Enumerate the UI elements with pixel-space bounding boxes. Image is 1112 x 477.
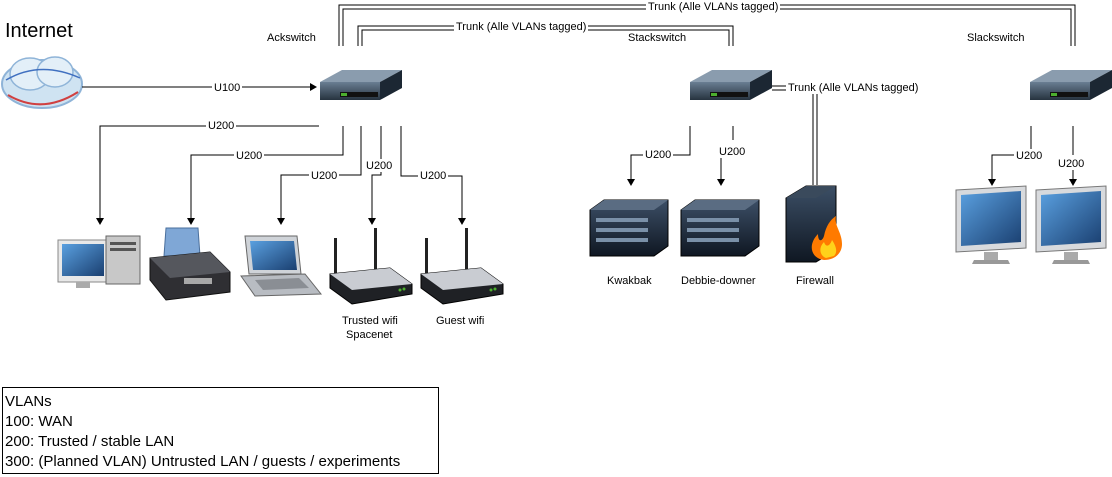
laptop-icon [240, 235, 323, 297]
trunk-label-ack-slack: Trunk (Alle VLANs tagged) [648, 1, 778, 13]
desktop-pc-icon [57, 235, 141, 288]
link-ack-laptop: U200 [277, 126, 362, 225]
firewall-label: Firewall [796, 275, 834, 287]
link-slack-monitor2: U200 [1056, 126, 1086, 186]
firewall-icon [785, 185, 842, 263]
debbie-downer-label: Debbie-downer [681, 275, 756, 287]
legend-item-vlan-100: 100: WAN [5, 413, 73, 430]
ackswitch-icon [320, 70, 402, 100]
link-ack-guest-wifi: U200 [400, 126, 466, 225]
stackswitch-icon [690, 70, 772, 100]
monitor-icon [955, 185, 1027, 264]
link-ack-pc: U200 [96, 119, 319, 225]
guest-wifi-label: Guest wifi [436, 315, 484, 327]
slackswitch-label: Slackswitch [967, 32, 1024, 44]
link-label-u100: U100 [214, 82, 240, 94]
link-stack-debbie: U200 [717, 126, 747, 186]
trusted-wifi-label-1: Trusted wifi [342, 315, 398, 327]
legend-item-vlan-300: 300: (Planned VLAN) Untrusted LAN / gues… [5, 453, 401, 470]
printer-icon [149, 227, 231, 301]
link-label: U200 [1016, 150, 1042, 162]
kwakbak-server-icon [589, 199, 669, 257]
stackswitch-label: Stackswitch [628, 32, 686, 44]
trunk-stack-firewall [772, 85, 818, 185]
link-label: U200 [311, 170, 337, 182]
link-label: U200 [420, 170, 446, 182]
vlan-legend: VLANs 100: WAN 200: Trusted / stable LAN… [2, 387, 439, 474]
link-slack-monitor1: U200 [988, 126, 1044, 186]
link-label: U200 [1058, 158, 1084, 170]
trusted-wifi-router-icon [329, 228, 413, 305]
link-ack-printer: U200 [187, 126, 344, 225]
legend-item-vlan-200: 200: Trusted / stable LAN [5, 433, 175, 450]
kwakbak-label: Kwakbak [607, 275, 652, 287]
guest-wifi-router-icon [420, 228, 504, 305]
link-internet-ack: U100 [82, 80, 317, 94]
link-label: U200 [719, 146, 745, 158]
trunk-label-ack-stack: Trunk (Alle VLANs tagged) [456, 21, 586, 33]
link-label: U200 [236, 150, 262, 162]
trusted-wifi-label-2: Spacenet [346, 329, 392, 341]
link-ack-trusted-wifi: U200 [364, 126, 394, 225]
trunk-label-stack-firewall: Trunk (Alle VLANs tagged) [788, 82, 918, 94]
ackswitch-label: Ackswitch [267, 32, 316, 44]
link-stack-kwakbak: U200 [627, 126, 691, 186]
slackswitch-icon [1030, 70, 1112, 100]
link-label: U200 [208, 120, 234, 132]
legend-title: VLANs [5, 393, 52, 410]
monitor-icon [1035, 185, 1107, 264]
debbie-downer-server-icon [680, 199, 760, 257]
link-label: U200 [366, 160, 392, 172]
internet-label: Internet [5, 20, 73, 42]
internet-cloud-icon [1, 56, 83, 109]
link-label: U200 [645, 149, 671, 161]
